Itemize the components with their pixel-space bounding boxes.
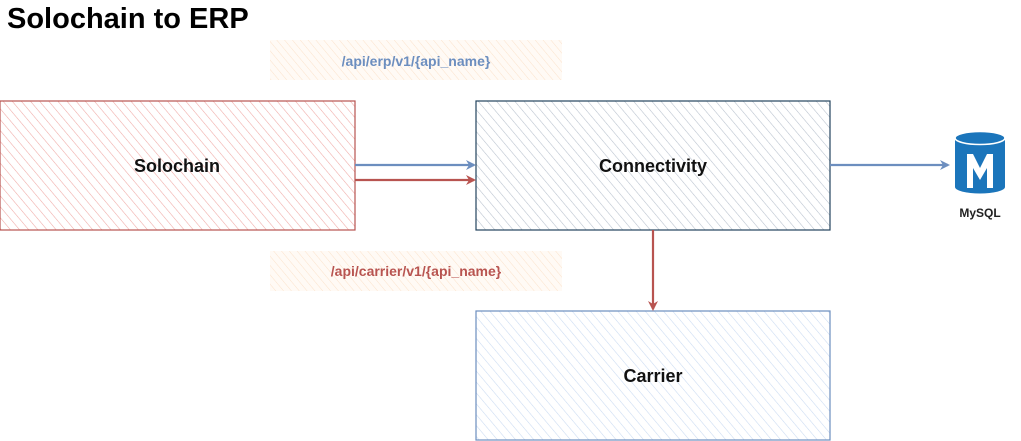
- solochain-label: Solochain: [134, 156, 220, 176]
- mysql-label: MySQL: [959, 206, 1000, 220]
- mysql-database[interactable]: MySQL: [954, 130, 1006, 221]
- carrier-node[interactable]: Carrier: [475, 310, 831, 441]
- erp-route-label: /api/erp/v1/{api_name}: [342, 53, 491, 69]
- carrier-route-label-bg: [270, 251, 562, 291]
- database-m-icon: [954, 130, 1006, 194]
- carrier-label: Carrier: [623, 366, 682, 386]
- solochain-node[interactable]: Solochain: [0, 100, 356, 231]
- connectivity-label: Connectivity: [599, 156, 707, 176]
- connectivity-node[interactable]: Connectivity: [475, 100, 831, 231]
- carrier-route-label: /api/carrier/v1/{api_name}: [331, 263, 502, 279]
- diagram-title: Solochain to ERP: [7, 3, 249, 35]
- erp-route-label-bg: [270, 40, 562, 80]
